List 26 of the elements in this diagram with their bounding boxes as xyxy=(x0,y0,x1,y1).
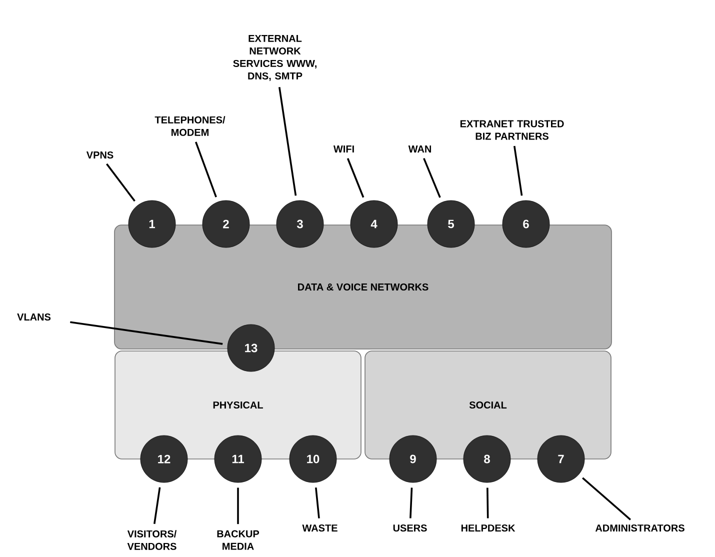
callout-label: VISITORS/ VENDORS xyxy=(127,530,177,550)
leader-line xyxy=(410,488,413,518)
leader-line xyxy=(486,488,489,518)
callout-label: TELEPHONES/ MODEM xyxy=(154,116,226,136)
leader-line xyxy=(237,488,239,524)
callout-label: WIFI xyxy=(333,146,354,152)
callout-label: ADMINISTRATORS xyxy=(595,524,684,532)
callout-label: USERS xyxy=(393,524,427,532)
callout-label: BACKUP MEDIA xyxy=(217,530,260,550)
leader-line xyxy=(278,86,297,196)
leader-line xyxy=(315,487,320,518)
leader-line xyxy=(194,142,217,198)
callout-label: VPNS xyxy=(86,151,114,159)
callout-label: VLANS xyxy=(17,313,51,321)
callout-label: HELPDESK xyxy=(461,524,516,532)
callout-label: WAN xyxy=(408,146,431,152)
leader-line xyxy=(106,163,136,202)
leader-line xyxy=(346,158,364,198)
leader-line xyxy=(423,158,441,198)
leader-line xyxy=(154,487,161,524)
callout-label: EXTERNAL NETWORK SERVICES WWW, DNS, SMTP xyxy=(233,35,316,81)
leader-line xyxy=(582,477,632,520)
callout-label: WASTE xyxy=(302,524,338,532)
callout-label: EXTRANET TRUSTED BIZ PARTNERS xyxy=(460,120,564,140)
leader-line xyxy=(513,146,523,196)
leader-line xyxy=(70,321,223,345)
